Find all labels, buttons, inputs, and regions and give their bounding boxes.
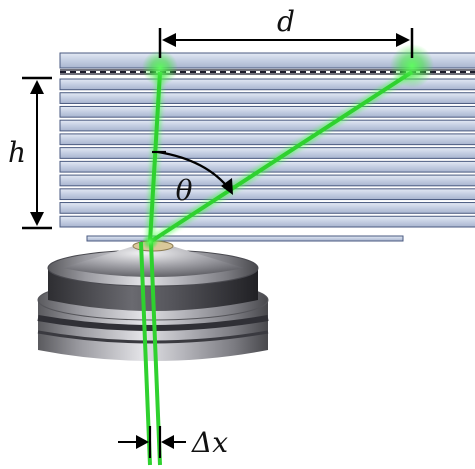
stack-plate [59, 202, 475, 214]
plate-stack [59, 78, 475, 228]
spot-left [142, 50, 178, 86]
stack-plate [59, 78, 475, 91]
stack-plate [59, 105, 475, 118]
beam-below-left [139, 241, 152, 466]
stack-plate [59, 174, 475, 187]
label-d: d [277, 5, 295, 38]
focal-spot [142, 234, 158, 250]
theta-indicator [152, 150, 233, 195]
stack-plate [59, 147, 475, 159]
spot-right [390, 44, 434, 88]
delta-x-dimension [118, 426, 186, 458]
stack-plate [59, 133, 475, 146]
incident-beam [148, 71, 162, 243]
laser-beams [139, 44, 434, 466]
stack-plate [59, 188, 475, 201]
label-theta: θ [176, 174, 193, 207]
stack-plate [59, 119, 475, 132]
h-dimension [22, 76, 52, 230]
refracted-beam [148, 70, 414, 244]
lens-groove-2 [37, 330, 269, 344]
coverslip [86, 235, 404, 242]
stack-plate [59, 215, 475, 228]
d-dimension [158, 28, 414, 58]
label-delta-x: Δx [191, 426, 228, 459]
stack-plate [59, 92, 475, 104]
beam-below-right [149, 241, 162, 466]
label-h: h [8, 136, 26, 169]
